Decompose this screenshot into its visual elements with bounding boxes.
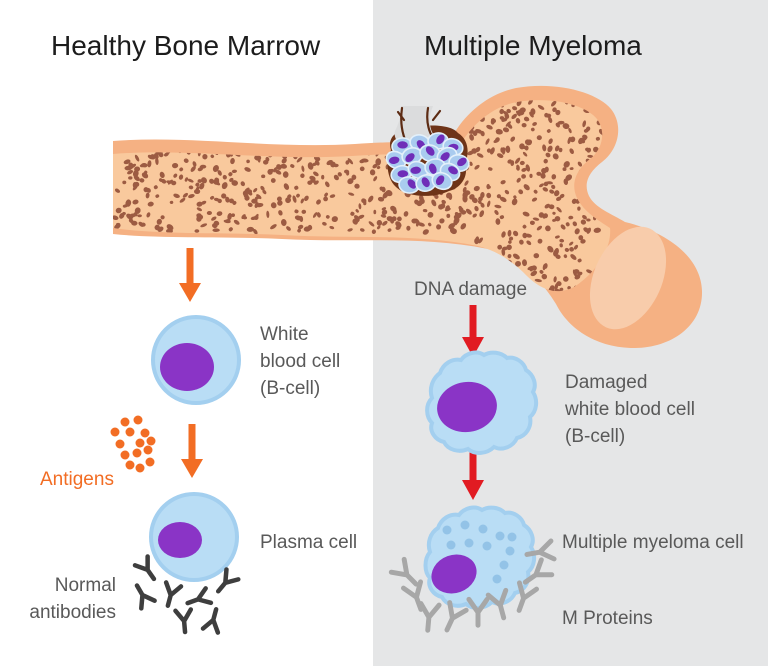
m-proteins-label: M Proteins (562, 608, 653, 629)
white-blood-cell-label: White blood cell (B-cell) (260, 321, 340, 402)
normal-antibodies-graphic (132, 554, 241, 635)
tumor-cell-cluster (385, 132, 470, 194)
damaged-cell-label: Damaged white blood cell (B-cell) (565, 369, 695, 450)
down-arrow-icon (462, 452, 484, 500)
myeloma-cell-dots (442, 520, 517, 584)
bone-lesion (385, 106, 470, 196)
plasma-cell-label: Plasma cell (260, 532, 358, 553)
white-blood-cell-graphic (151, 315, 241, 405)
myeloma-cell-graphic (423, 505, 537, 610)
flow-arrows (179, 248, 484, 500)
label-line: Normal (54, 575, 116, 596)
label-line: Damaged (565, 372, 648, 393)
down-arrow-icon (181, 424, 203, 478)
label-line: blood cell (260, 351, 341, 372)
myeloma-cell-label: Multiple myeloma cell (562, 532, 744, 553)
dna-damage-label: DNA damage (414, 279, 528, 300)
marrow-speckles (113, 100, 611, 292)
plasma-cell-graphic (149, 492, 239, 582)
label-line: White (260, 324, 309, 345)
label-line: (B-cell) (260, 378, 321, 399)
damaged-white-blood-cell-graphic (425, 350, 539, 455)
label-line: (B-cell) (565, 426, 626, 447)
down-arrow-icon (179, 248, 201, 302)
label-line: white blood cell (565, 399, 695, 420)
bone-head-highlight (589, 226, 667, 330)
right-panel-title: Multiple Myeloma (424, 30, 642, 61)
crack-icon (431, 109, 442, 122)
antigen-dots (110, 415, 156, 473)
crack-icon (396, 110, 406, 122)
antigens-label: Antigens (40, 469, 114, 490)
bone-marrow-area (113, 100, 611, 292)
label-line: antibodies (29, 602, 116, 623)
normal-antibodies-label: Normal antibodies (16, 572, 116, 626)
bone-graphic (113, 85, 703, 348)
left-panel-title: Healthy Bone Marrow (51, 30, 321, 61)
m-proteins-graphic (388, 538, 557, 633)
down-arrow-icon (462, 305, 484, 357)
